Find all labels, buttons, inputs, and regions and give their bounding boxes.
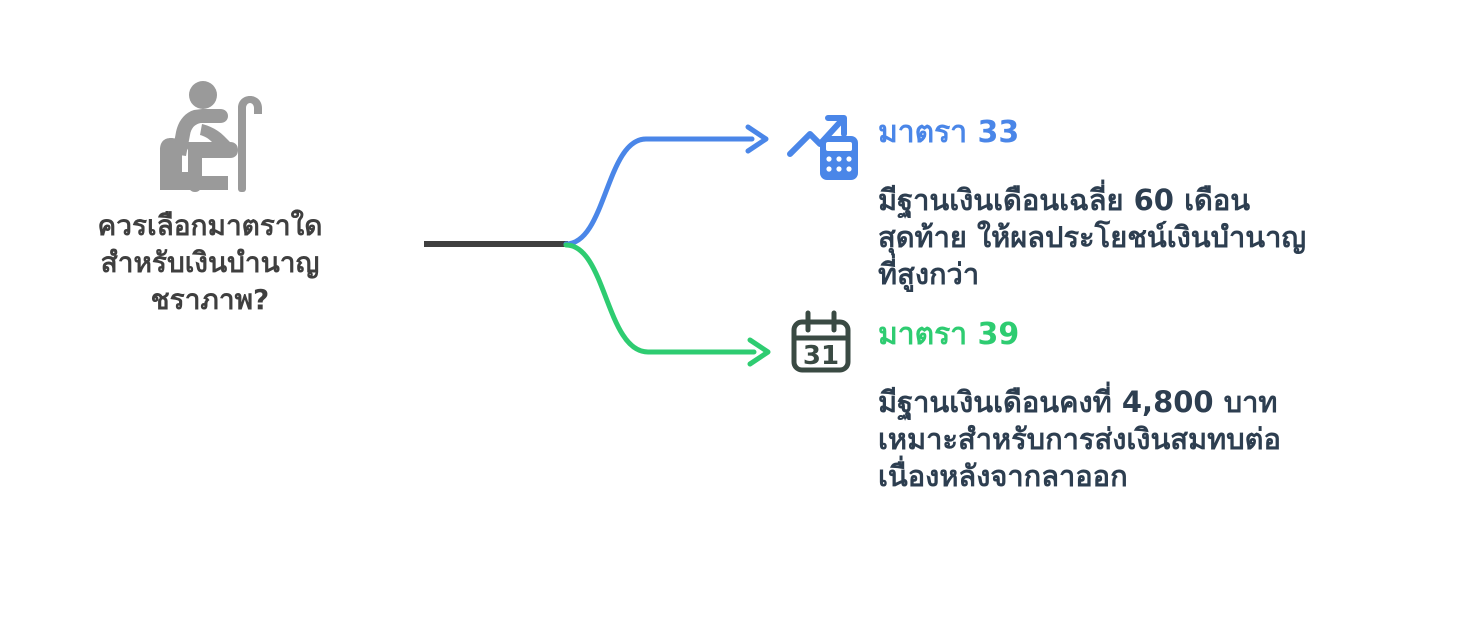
branch-title-33: มาตรา 33 [878,115,1020,150]
connector-branch-up [563,136,755,247]
branch-section-39: 31 มาตรา 39 มีฐานเงินเดือนคงที่ 4,800 บา… [786,308,1466,538]
branch-section-33: มาตรา 33 มีฐานเงินเดือนเฉลี่ย 60 เดือน ส… [786,110,1466,300]
connector-arrow-up-icon [745,124,769,154]
branch-body-39: มีฐานเงินเดือนคงที่ 4,800 บาท เหมาะสำหรั… [878,385,1281,494]
root-node: ควรเลือกมาตราใด สำหรับเงินบำนาญ ชราภาพ? [40,80,380,319]
elderly-person-seated-with-cane-icon [160,81,262,192]
connector-branch-down [563,242,757,355]
branch-title-39: มาตรา 39 [878,317,1020,352]
svg-text:31: 31 [803,341,839,371]
root-label: ควรเลือกมาตราใด สำหรับเงินบำนาญ ชราภาพ? [97,209,323,316]
connector-arrow-down-icon [747,337,771,367]
calendar-31-icon: 31 [791,310,851,373]
calculator-with-growth-arrow-icon [787,115,858,180]
branch-body-33: มีฐานเงินเดือนเฉลี่ย 60 เดือน สุดท้าย ให… [878,183,1307,292]
